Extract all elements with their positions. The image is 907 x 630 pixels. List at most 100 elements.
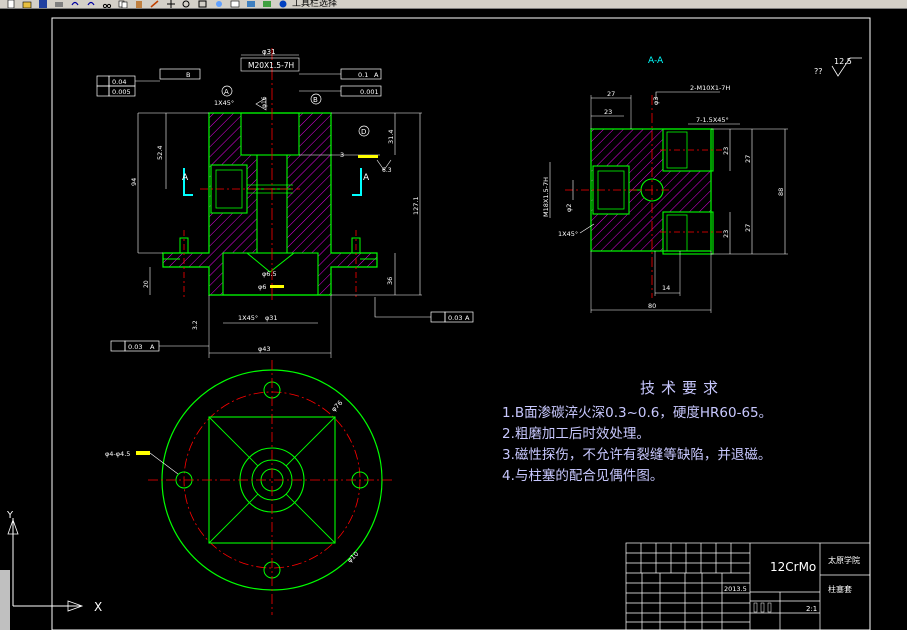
dim-127: 127.1 — [412, 196, 420, 215]
match-props-icon[interactable] — [150, 0, 160, 8]
title-block — [625, 542, 871, 630]
datum-a: A — [224, 88, 229, 96]
undo-icon[interactable] — [70, 0, 80, 8]
sec-dim-m18: M18X1.5-7H — [542, 177, 550, 217]
sec-dim-88: 88 — [777, 188, 785, 196]
title-material: 12CrMo — [770, 560, 816, 574]
copy-icon[interactable] — [118, 0, 128, 8]
print-icon[interactable] — [54, 0, 64, 8]
toolbar-trailing-text: 工具栏选择 — [292, 0, 338, 9]
dim-36: 36 — [386, 277, 394, 285]
section-label: A-A — [648, 56, 664, 66]
datum-b: B — [313, 96, 318, 104]
sec-dim-23: 23 — [604, 108, 612, 116]
cad-toolbar: 工具栏选择 — [0, 0, 907, 9]
svg-text:Y: Y — [6, 510, 14, 521]
title-part-name: 柱塞套 — [828, 584, 852, 594]
drawing-frame — [51, 17, 871, 630]
zoom-icon[interactable] — [182, 0, 192, 8]
ucs-icon: Y X — [6, 510, 102, 614]
pan-icon[interactable] — [166, 0, 176, 8]
section-arrow-left: A — [182, 168, 193, 196]
tech-requirement-2: 2.粗磨加工后时效处理。 — [502, 426, 650, 442]
surface-finish-prefix: ?? — [814, 67, 823, 76]
open-file-icon[interactable] — [22, 0, 32, 8]
section-aa-dimensions: 27 23 2-M10X1-7H φ3 7-1.5X45° 23 23 27 2… — [542, 84, 788, 313]
title-block-text: 12CrMo 太原学院 柱塞套 2:1 2013.5 — [724, 555, 860, 613]
fcf-bot-left-value: 0.03 — [128, 343, 142, 351]
plan-view-dimensions: φ4-φ4.5 φ76 φ10 — [105, 399, 360, 565]
paste-icon[interactable] — [134, 0, 144, 8]
plan-dim-d10: φ10 — [346, 550, 361, 565]
title-org: 太原学院 — [828, 555, 860, 565]
fcf-conc-ref: A — [374, 71, 379, 79]
sec-dim-14: 14 — [662, 284, 670, 292]
sec-dim-23-right2: 23 — [722, 230, 730, 238]
dim-bot-d31: φ31 — [265, 314, 278, 322]
zoom-window-icon[interactable] — [198, 0, 208, 8]
sec-dim-2-m10: 2-M10X1-7H — [690, 84, 730, 92]
dim-3-2: 3.2 — [192, 320, 199, 330]
surface-finish-value: 12.5 — [834, 57, 852, 66]
fcf-bot-value: 0.03 — [448, 314, 462, 322]
plan-view — [148, 360, 395, 615]
fcf-flat-value: 0.001 — [360, 88, 379, 96]
dim-d6: φ6 — [258, 283, 266, 291]
svg-text:X: X — [94, 600, 102, 614]
dim-d31-top: φ31 — [262, 48, 276, 56]
fcf-conc-value: 0.1 — [358, 71, 368, 79]
new-file-icon[interactable] — [6, 0, 16, 8]
sec-dim-23-right: 23 — [722, 147, 730, 155]
dim-thread-top: M20X1.5-7H — [248, 61, 294, 70]
tech-requirements-title: 技术要求 — [640, 379, 725, 397]
sec-dim-27-right2: 27 — [744, 224, 752, 232]
redo-icon[interactable] — [86, 0, 96, 8]
sec-dim-27: 27 — [607, 90, 615, 98]
sec-dim-27-right: 27 — [744, 155, 752, 163]
title-scale: 2:1 — [806, 605, 817, 613]
tool-palette-icon[interactable] — [262, 0, 272, 8]
fcf-left-1: 0.04 — [112, 78, 126, 86]
tech-requirement-3: 3.磁性探伤，不允许有裂缝等缺陷，并退磁。 — [502, 447, 772, 463]
front-section-view — [162, 48, 378, 300]
dim-52-4: 52.4 — [156, 146, 164, 160]
sec-dim-d3: φ3 — [652, 97, 660, 105]
section-arrow-right: A — [352, 168, 370, 196]
dim-chamfer-top: 1X45° — [214, 99, 234, 107]
sec-dim-d2: φ2 — [565, 204, 573, 212]
title-date: 2013.5 — [724, 585, 747, 593]
sec-dim-80: 80 — [648, 302, 656, 310]
drawing-canvas[interactable]: A A φ31 M20X1.5-7H 0.04 0.005 B 0.1 A 0.… — [0, 8, 907, 630]
design-center-icon[interactable] — [246, 0, 256, 8]
svg-text:A: A — [363, 173, 370, 183]
tech-requirement-1: 1.B面渗碳淬火深0.3~0.6，硬度HR60-65。 — [502, 405, 773, 421]
save-icon[interactable] — [38, 0, 48, 8]
dim-94: 94 — [130, 178, 138, 186]
front-view-dimensions: φ31 M20X1.5-7H 0.04 0.005 B 0.1 A 0.001 … — [96, 48, 474, 358]
sec-dim-7x: 7-1.5X45° — [696, 116, 729, 124]
fcf-bot-ref: A — [465, 314, 470, 322]
fcf-perp-ref: B — [186, 71, 190, 79]
dim-31-4: 31.4 — [387, 130, 395, 144]
surface-finish-symbol: ?? 12.5 — [814, 57, 862, 77]
properties-icon[interactable] — [230, 0, 240, 8]
datum-d: D — [361, 128, 366, 136]
dim-d6-5: φ6.5 — [262, 270, 277, 278]
cut-icon[interactable] — [102, 0, 112, 8]
tech-requirement-4: 4.与柱塞的配合见偶件图。 — [502, 468, 664, 484]
section-aa-view: A-A — [565, 56, 725, 298]
help-icon[interactable] — [278, 0, 288, 8]
dim-6-3: 6.3 — [382, 167, 392, 174]
dim-d43: φ43 — [258, 345, 271, 353]
dim-d16: φ16 — [261, 96, 268, 108]
plan-dim-d4: φ4-φ4.5 — [105, 450, 130, 458]
dim-20: 20 — [143, 280, 150, 288]
fcf-left-2: 0.005 — [112, 88, 131, 96]
zoom-previous-icon[interactable] — [214, 0, 224, 8]
fcf-bot-left-ref: A — [150, 343, 155, 351]
sec-dim-chamfer: 1X45° — [558, 230, 578, 238]
svg-text:A: A — [182, 173, 189, 183]
dim-chamfer-bot: 1X45° — [238, 314, 258, 322]
left-tool-panel[interactable] — [0, 570, 10, 630]
plan-dim-d76: φ76 — [330, 399, 345, 414]
